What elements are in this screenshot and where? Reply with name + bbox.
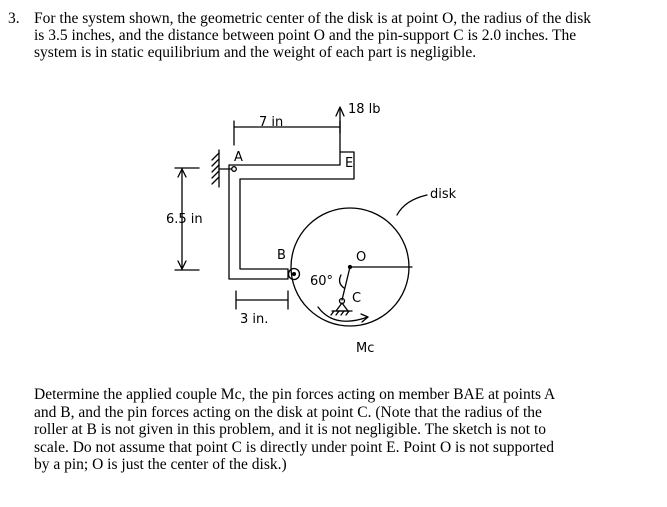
line-oc: [341, 266, 351, 301]
sketch-svg: 18 lb 7 in 6.5 in 3 in. A B E O C 60° di…: [166, 102, 457, 356]
label-disk: disk: [430, 187, 457, 202]
label-angle: 60°: [310, 274, 333, 289]
wall-a-hatch: [211, 152, 220, 185]
label-moment: Mc: [356, 341, 374, 356]
label-o: O: [356, 250, 366, 265]
problem-question: Determine the applied couple Mc, the pin…: [34, 386, 634, 474]
intro-line: is 3.5 inches, and the distance between …: [34, 27, 577, 44]
label-bottom-dim: 3 in.: [240, 312, 268, 327]
question-line: and B, and the pin forces acting on the …: [34, 403, 542, 421]
dim-65in-arrowhead: [177, 168, 187, 178]
member-bae: [228, 151, 355, 280]
pin-c-support: [335, 302, 349, 312]
roller-b: [287, 267, 301, 281]
angle-arc: [338, 274, 345, 289]
roller-b-pin: [291, 271, 297, 277]
label-e: E: [345, 156, 353, 171]
label-left-dim: 6.5 in: [166, 212, 203, 227]
question-line: by a pin; O is just the center of the di…: [34, 456, 287, 473]
disk-leader: [396, 194, 428, 216]
label-a: A: [234, 150, 243, 165]
label-top-dim: 7 in: [259, 115, 283, 130]
pin-c-hatch: [330, 310, 350, 316]
couple-arrow: [317, 306, 369, 322]
question-line: Determine the applied couple Mc, the pin…: [34, 386, 556, 403]
label-force: 18 lb: [348, 102, 381, 117]
question-line: roller at B is not given in this problem…: [34, 421, 547, 438]
mechanism-sketch: 18 lb 7 in 6.5 in 3 in. A B E O C 60° di…: [0, 95, 667, 385]
label-c: C: [352, 291, 361, 306]
problem-3: 3. For the system shown, the geometric c…: [8, 10, 660, 61]
dim-65in-arrowhead: [177, 260, 187, 270]
force-arrowhead: [335, 106, 345, 117]
couple-arrowhead: [360, 313, 369, 323]
problem-intro: For the system shown, the geometric cent…: [34, 10, 660, 61]
label-b: B: [277, 248, 286, 263]
problem-number: 3.: [8, 10, 20, 27]
intro-line: system is in static equilibrium and the …: [34, 44, 477, 61]
question-line: scale. Do not assume that point C is dir…: [34, 438, 555, 456]
intro-line: For the system shown, the geometric cent…: [34, 10, 592, 27]
